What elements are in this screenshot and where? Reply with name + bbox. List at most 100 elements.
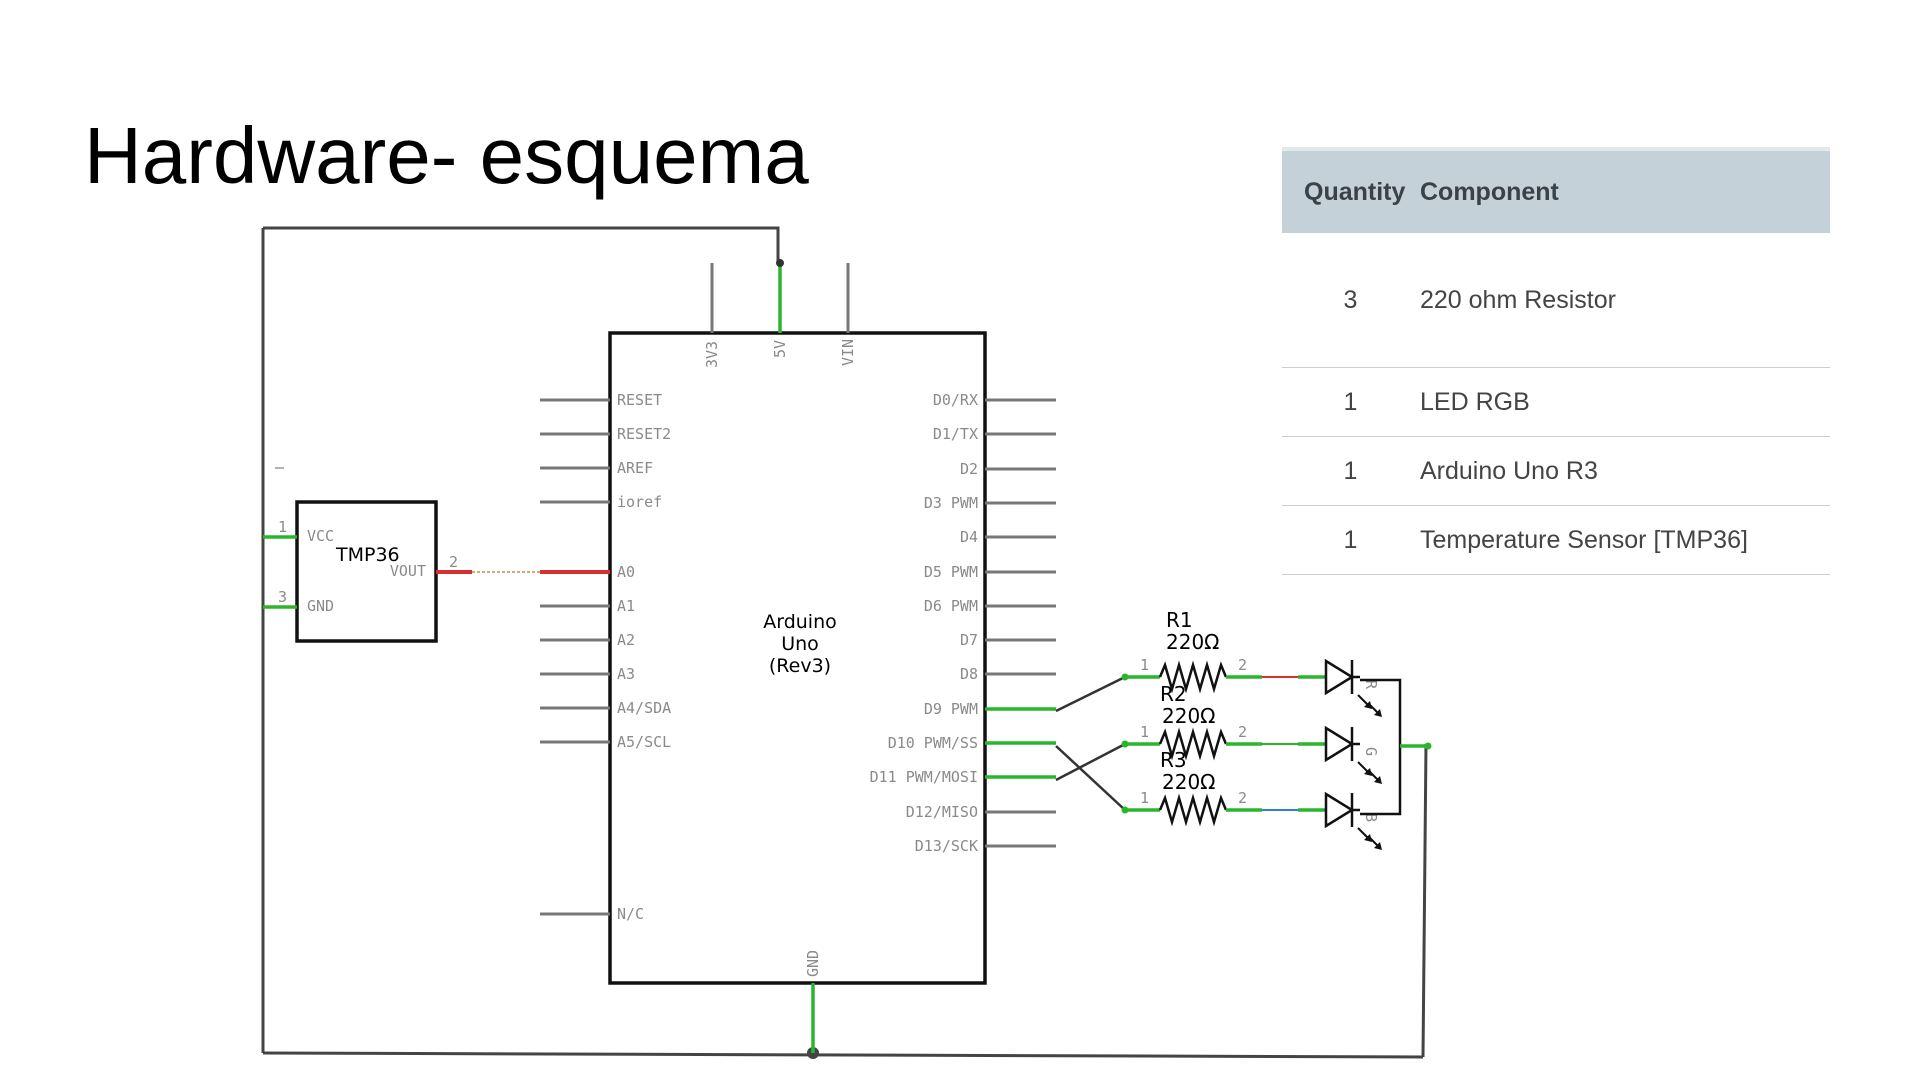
right-pin: D9 PWM <box>924 700 1056 718</box>
frame-wires <box>261 226 1428 1059</box>
bottom-pin-gnd: GND <box>804 950 822 1053</box>
right-pin: D7 <box>960 631 1056 649</box>
svg-text:GND: GND <box>804 950 822 977</box>
right-pin: D0/RX <box>933 391 1056 409</box>
left-pin-label: A0 <box>617 563 635 581</box>
right-pin-label: D3 PWM <box>924 494 978 512</box>
top-pin-3v3: 3V3 <box>703 263 721 368</box>
tmp36-pin-gnd: GND 3 <box>263 588 334 615</box>
resistor-wires <box>1055 675 1126 811</box>
table-row: 1 Arduino Uno R3 <box>1282 436 1830 506</box>
resistor-pin-number: 1 <box>1140 656 1149 674</box>
right-pin: D6 PWM <box>924 597 1056 615</box>
led-r-diode: R <box>1324 658 1382 717</box>
right-pin: D13/SCK <box>915 837 1056 855</box>
left-pin-label: A5/SCL <box>617 733 671 751</box>
slide-title: Hardware- esquema <box>84 111 809 200</box>
table-row: 3 220 ohm Resistor <box>1282 233 1830 368</box>
arduino-name-line3: (Rev3) <box>769 655 831 677</box>
row-component: Arduino Uno R3 <box>1419 436 1830 506</box>
left-pin-label: A2 <box>617 631 635 649</box>
right-pin: D11 PWM/MOSI <box>870 768 1056 786</box>
resistor-pin-number: 1 <box>1140 723 1149 741</box>
right-pin-label: D10 PWM/SS <box>888 734 978 752</box>
right-pin: D10 PWM/SS <box>888 734 1056 752</box>
svg-text:5V: 5V <box>771 340 789 358</box>
svg-text:2: 2 <box>449 553 458 571</box>
led-channel-label: R <box>1362 680 1380 690</box>
left-pin: A1 <box>540 597 635 615</box>
tmp36-name: TMP36 <box>335 544 400 566</box>
tmp36-pin-vcc: VCC 1 <box>263 518 334 545</box>
table-row: 1 Temperature Sensor [TMP36] <box>1282 505 1830 575</box>
left-pin: A0 <box>540 563 635 581</box>
left-pin: A3 <box>540 665 635 683</box>
svg-text:3: 3 <box>278 588 287 606</box>
resistor-pin-number: 2 <box>1238 789 1247 807</box>
left-pin-label: N/C <box>617 905 644 923</box>
svg-text:VCC: VCC <box>307 527 334 545</box>
row-component: LED RGB <box>1419 367 1830 437</box>
right-pin-label: D2 <box>960 460 978 478</box>
right-pin-label: D8 <box>960 665 978 683</box>
left-pin: N/C <box>540 905 644 923</box>
row-quantity: 1 <box>1282 367 1419 437</box>
led-b-diode: B <box>1324 791 1382 850</box>
resistor-pin-number: 1 <box>1140 789 1149 807</box>
table-row: 1 LED RGB <box>1282 367 1830 437</box>
resistor-pin-number: 2 <box>1238 723 1247 741</box>
left-pin: AREF <box>540 459 653 477</box>
arduino-name-line1: Arduino <box>763 611 837 633</box>
left-pin: A4/SDA <box>540 699 671 717</box>
right-pin: D5 PWM <box>924 563 1056 581</box>
resistor-value: 220Ω <box>1166 630 1219 654</box>
led-channel-label: G <box>1362 747 1380 756</box>
row-quantity: 1 <box>1282 436 1419 506</box>
left-pin-label: A1 <box>617 597 635 615</box>
left-pin: A5/SCL <box>540 733 671 751</box>
svg-text:3V3: 3V3 <box>703 341 721 368</box>
arduino-board <box>608 331 987 985</box>
right-pin-label: D1/TX <box>933 425 978 443</box>
header-quantity: Quantity <box>1282 147 1419 233</box>
left-pin: RESET <box>540 391 662 409</box>
top-pin-vin: VIN <box>839 263 857 366</box>
right-pin: D12/MISO <box>906 803 1056 821</box>
right-pin: D1/TX <box>933 425 1056 443</box>
resistor-value: 220Ω <box>1162 704 1215 728</box>
left-pin-label: A4/SDA <box>617 699 671 717</box>
arduino-name-line2: Uno <box>781 633 819 655</box>
svg-text:VOUT: VOUT <box>390 562 426 580</box>
right-pin-label: D4 <box>960 528 978 546</box>
right-pin-label: D11 PWM/MOSI <box>870 768 978 786</box>
led-channel-label: B <box>1362 813 1380 822</box>
right-pin-label: D13/SCK <box>915 837 978 855</box>
right-pin: D8 <box>960 665 1056 683</box>
resistor-name: R3 <box>1160 748 1187 772</box>
right-pin-label: D9 PWM <box>924 700 978 718</box>
right-pin: D4 <box>960 528 1056 546</box>
led-g-diode: G <box>1324 725 1382 784</box>
right-pin-label: D7 <box>960 631 978 649</box>
right-pin-label: D0/RX <box>933 391 978 409</box>
rgb-led: R G B <box>1324 658 1382 850</box>
left-pin-label: RESET <box>617 391 662 409</box>
top-pin-5v: 5V <box>771 259 789 358</box>
left-pin: A2 <box>540 631 635 649</box>
resistor-name: R1 <box>1166 608 1193 632</box>
resistor-value: 220Ω <box>1162 770 1215 794</box>
svg-text:VIN: VIN <box>839 339 857 366</box>
table-header-row: Quantity Component <box>1282 147 1830 233</box>
left-pin: RESET2 <box>540 425 671 443</box>
svg-text:1: 1 <box>278 518 287 536</box>
right-pin-label: D5 PWM <box>924 563 978 581</box>
left-pin-label: AREF <box>617 459 653 477</box>
header-component: Component <box>1419 147 1830 233</box>
right-pin: D2 <box>960 460 1056 478</box>
left-pin-label: RESET2 <box>617 425 671 443</box>
right-pin-label: D12/MISO <box>906 803 978 821</box>
resistor-name: R2 <box>1160 682 1187 706</box>
